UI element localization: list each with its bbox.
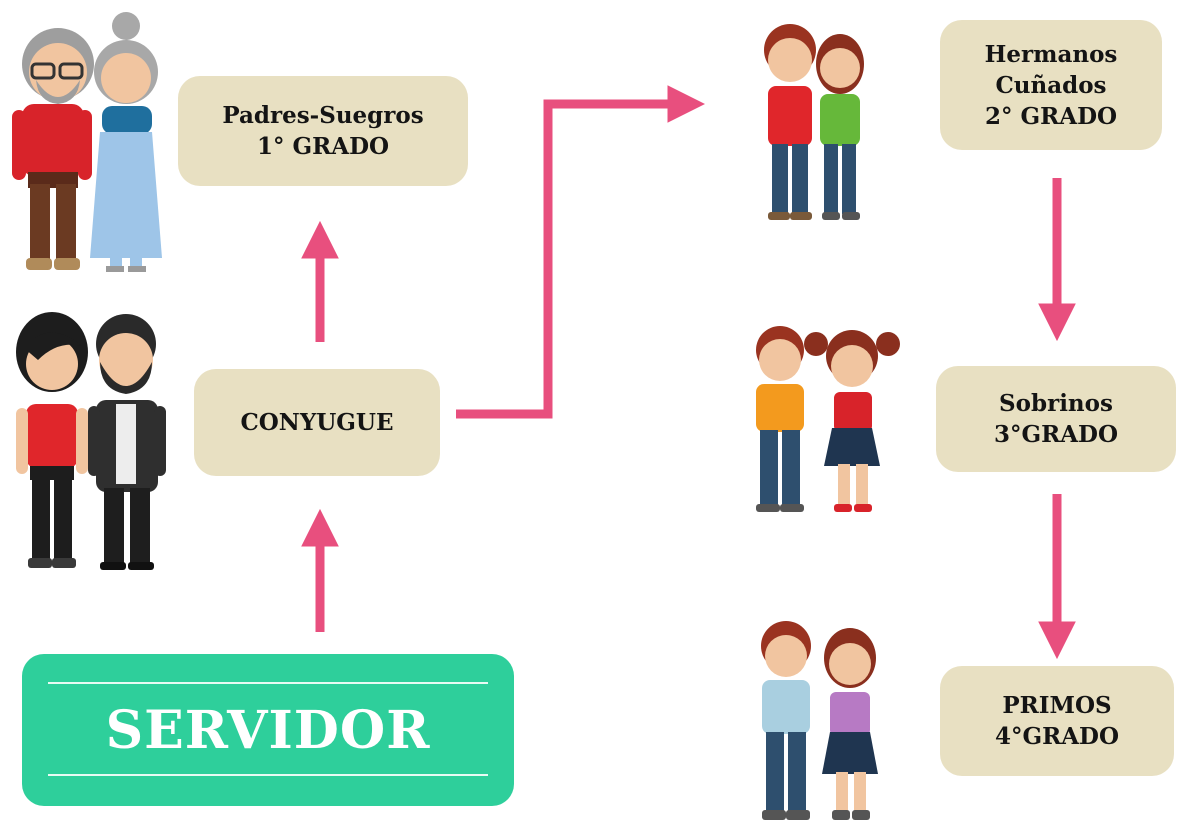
padres-line2: 1° GRADO [256, 133, 390, 160]
box-hermanos-cunados: Hermanos Cuñados 2° GRADO [940, 20, 1162, 150]
arrow-conyugue-to-hermanos [456, 85, 706, 419]
servidor-label: SERVIDOR [105, 699, 431, 761]
sobrinos-line2: 3°GRADO [993, 421, 1119, 448]
servidor-top-rule [48, 682, 488, 684]
servidor-box: SERVIDOR [22, 654, 514, 806]
box-padres-suegros: Padres-Suegros 1° GRADO [178, 76, 468, 186]
conyugue-label: CONYUGUE [240, 409, 394, 436]
hermanos-line1: Hermanos [984, 40, 1118, 68]
primos-line1: PRIMOS [1002, 692, 1112, 719]
box-sobrinos: Sobrinos 3°GRADO [936, 366, 1176, 472]
sobrinos-line1: Sobrinos [999, 390, 1113, 417]
hermanos-line3: 2° GRADO [984, 102, 1118, 130]
cousins-icon [761, 621, 878, 820]
servidor-bottom-rule [48, 774, 488, 776]
padres-line1: Padres-Suegros [222, 102, 424, 129]
spouse-couple-icon [16, 312, 166, 570]
box-conyugue: CONYUGUE [194, 369, 440, 476]
grandparents-icon [12, 12, 162, 272]
primos-line2: 4°GRADO [994, 723, 1120, 750]
siblings-icon [764, 24, 864, 220]
hermanos-line2: Cuñados [995, 71, 1107, 99]
box-primos: PRIMOS 4°GRADO [940, 666, 1174, 776]
nephews-icon [756, 326, 900, 512]
